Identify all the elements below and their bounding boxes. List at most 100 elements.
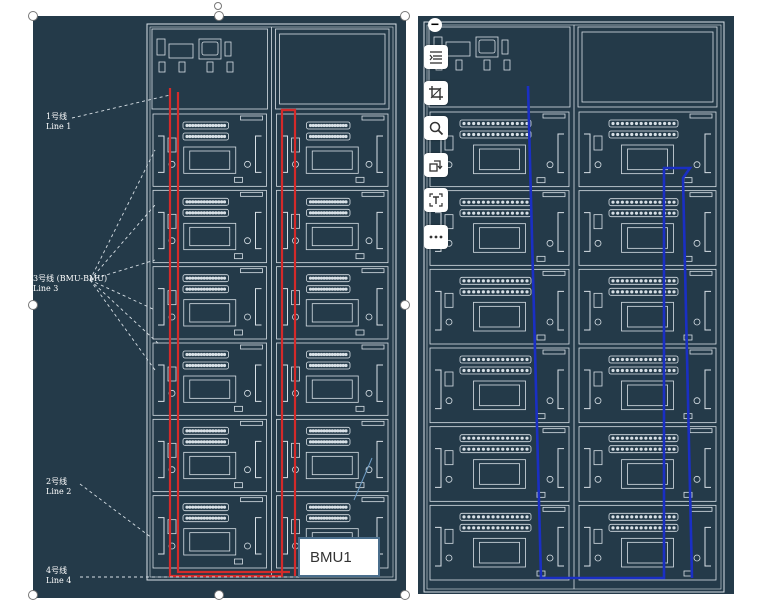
cell-terminal: [644, 121, 648, 126]
cell-terminal: [191, 516, 195, 520]
cell-terminal: [462, 132, 466, 137]
cell-terminal: [616, 132, 620, 137]
cell-terminal: [658, 447, 662, 451]
cell-terminal: [319, 505, 324, 509]
cell-terminal: [330, 352, 334, 357]
cell-terminal: [333, 200, 337, 204]
rotate-button[interactable]: [424, 153, 448, 177]
resize-handle-bottom-right[interactable]: [400, 590, 410, 600]
bmu1-callout[interactable]: BMU1: [298, 537, 380, 577]
cell-terminal: [639, 132, 643, 137]
cell-terminal: [620, 436, 624, 440]
cell-terminal: [630, 132, 634, 137]
more-options-button[interactable]: [424, 225, 448, 249]
cell-terminal: [467, 132, 471, 137]
cell-terminal: [462, 436, 466, 440]
cell-terminal: [188, 134, 192, 139]
module-tab: [361, 115, 385, 121]
cell-terminal: [515, 200, 519, 204]
cell-terminal: [653, 368, 657, 373]
module-tab: [542, 113, 566, 119]
cell-terminal: [314, 134, 318, 139]
resize-handle-bottom-left[interactable]: [28, 590, 38, 600]
cell-terminal: [319, 276, 324, 280]
module-frame: [152, 418, 267, 493]
collapse-icon: −: [430, 16, 440, 32]
terminal-port: [546, 239, 554, 247]
cell-terminal: [476, 357, 481, 362]
collapse-toolbar-button[interactable]: −: [428, 16, 442, 32]
cell-terminal: [525, 436, 529, 440]
bmu-panel: [151, 28, 268, 110]
module-cover-inner: [189, 455, 231, 476]
crop-button[interactable]: [424, 81, 448, 105]
cell-connector-strip: [459, 130, 532, 139]
cell-terminal: [634, 279, 639, 283]
cell-terminal: [194, 211, 198, 215]
red-wire-main: [168, 88, 297, 578]
rotate-handle[interactable]: [214, 2, 222, 10]
cell-terminal: [333, 429, 337, 433]
crop-icon: [429, 86, 443, 100]
module-handle-left: [281, 364, 288, 402]
left-cabinet-drawing[interactable]: [33, 16, 406, 598]
resize-handle-left[interactable]: [28, 300, 38, 310]
module-cover-inner: [627, 463, 668, 485]
terminal-connector: [593, 292, 603, 308]
resize-handle-top-right[interactable]: [400, 11, 410, 21]
module-frame: [276, 418, 389, 493]
resize-handle-right[interactable]: [400, 300, 410, 310]
terminal-port: [693, 475, 701, 483]
battery-module: [429, 504, 570, 581]
cell-terminal: [319, 200, 324, 204]
cell-terminal: [510, 515, 515, 519]
alt-text-button[interactable]: [424, 188, 448, 212]
cell-terminal: [322, 352, 326, 357]
leader-line: [79, 483, 153, 539]
cell-terminal: [620, 357, 624, 362]
cell-terminal: [639, 279, 643, 283]
cell-terminal: [214, 363, 218, 368]
terminal-port: [693, 554, 701, 562]
module-frame: [152, 495, 267, 569]
cell-terminal: [191, 287, 195, 291]
battery-module: [578, 426, 717, 502]
layout-options-button[interactable]: [424, 45, 448, 69]
cell-terminal: [506, 121, 510, 126]
cell-terminal: [319, 352, 324, 357]
module-cover: [183, 528, 237, 556]
cell-terminal: [467, 290, 471, 294]
leader-line: [89, 204, 156, 281]
cell-terminal: [191, 211, 195, 215]
resize-handle-bottom[interactable]: [214, 590, 224, 600]
cell-terminal: [611, 368, 615, 373]
cell-terminal: [317, 363, 321, 368]
cell-terminal: [188, 200, 192, 204]
zoom-button[interactable]: [424, 116, 448, 140]
terminal-port: [365, 160, 373, 168]
module-handle-left: [584, 369, 591, 410]
cell-terminal: [344, 505, 348, 509]
module-cover-inner: [627, 384, 668, 407]
resize-handle-top-left[interactable]: [28, 11, 38, 21]
cell-terminal: [333, 134, 337, 139]
cell-terminal: [525, 211, 529, 215]
terminal-port: [693, 397, 701, 405]
cell-terminal: [214, 429, 218, 433]
module-cover: [183, 451, 237, 480]
cell-terminal: [653, 290, 657, 294]
cell-terminal: [486, 447, 490, 451]
module-cover: [183, 222, 237, 251]
cell-terminal: [194, 352, 198, 357]
cell-terminal: [515, 368, 519, 373]
cell-terminal: [208, 363, 212, 368]
battery-module: [152, 189, 267, 264]
cell-terminal: [467, 515, 471, 519]
module-cover-inner: [311, 303, 353, 323]
cell-terminal: [311, 363, 315, 368]
cell-terminal: [525, 290, 529, 294]
resize-handle-top[interactable]: [214, 11, 224, 21]
cell-terminal: [653, 357, 657, 362]
cell-terminal: [330, 211, 334, 215]
cell-terminal: [314, 516, 318, 520]
